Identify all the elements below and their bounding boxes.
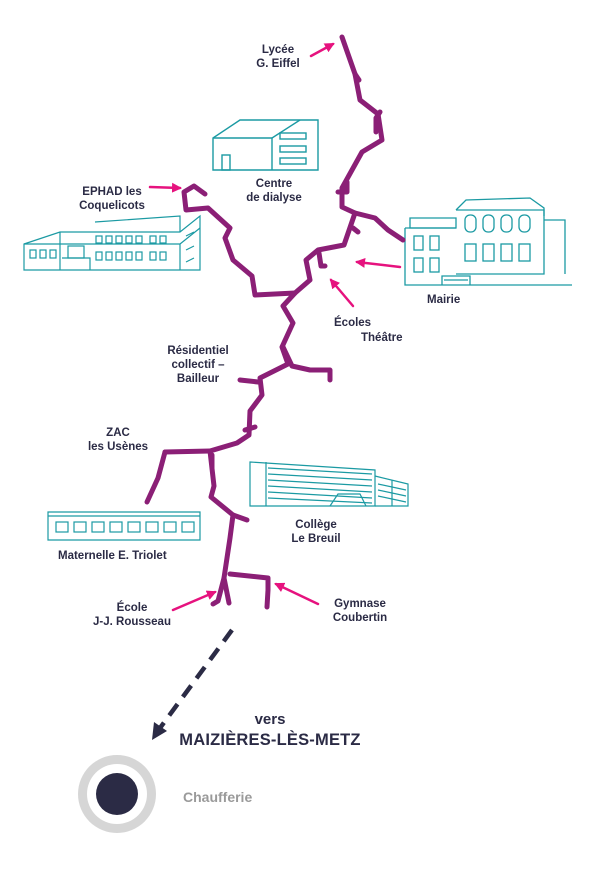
chaufferie-marker	[78, 755, 156, 833]
main-pipe	[207, 34, 385, 606]
label-ephad: EPHAD les Coquelicots	[79, 186, 145, 212]
branch-rousseau	[210, 575, 227, 607]
label-residentiel: Résidentiel collectif – Bailleur	[167, 345, 229, 385]
label-ecoles: Écoles	[334, 317, 372, 329]
arrow-rousseau	[171, 590, 217, 612]
branch-residentiel-stub	[237, 377, 261, 385]
branch-lycee-top	[352, 71, 362, 83]
label-lycee: Lycée G. Eiffel	[256, 44, 300, 70]
branch-mairie-stub	[350, 225, 361, 235]
branch-ephad	[181, 183, 298, 298]
chaufferie-core	[96, 773, 138, 815]
building-maternelle	[47, 511, 201, 541]
branch-college	[230, 512, 250, 523]
heating-pipe-network	[144, 34, 406, 610]
branch-zac-down	[144, 449, 168, 505]
branch-gymnase	[227, 571, 271, 610]
arrow-gymnase	[274, 582, 320, 606]
destination-prefix: vers	[254, 711, 286, 728]
arrow-lycee	[309, 42, 335, 58]
branch-mairie	[352, 210, 406, 243]
direction-arrow	[152, 628, 234, 740]
arrow-ecoles	[329, 278, 355, 308]
branch-ecole-dialyse	[373, 109, 383, 135]
destination-name: MAIZIÈRES-LÈS-METZ	[179, 731, 361, 749]
label-theatre: Théâtre	[361, 332, 403, 344]
branch-zac-stub	[242, 424, 258, 433]
arrow-ephad	[148, 182, 182, 193]
building-ephad	[23, 214, 201, 271]
branch-ecoles	[316, 250, 328, 269]
label-zac: ZAC les Usènes	[87, 427, 149, 453]
building-centre-dialyse	[212, 119, 319, 171]
branch-residentiel	[280, 344, 333, 383]
building-mairie	[404, 197, 572, 286]
label-college: Collège Le Breuil	[291, 519, 341, 545]
label-mairie: Mairie	[427, 294, 461, 306]
label-dialyse: Centre de dialyse	[246, 178, 302, 204]
branch-dialyse	[335, 179, 350, 195]
chaufferie-label: Chaufferie	[183, 789, 253, 805]
building-college	[249, 461, 409, 507]
destination-label: vers MAIZIÈRES-LÈS-METZ	[160, 710, 380, 750]
label-ecole-rousseau: École J-J. Rousseau	[93, 602, 171, 628]
arrow-mairie	[355, 257, 402, 269]
label-gymnase: Gymnase Coubertin	[332, 598, 388, 624]
branch-zac	[162, 448, 213, 455]
label-maternelle: Maternelle E. Triolet	[58, 550, 167, 562]
pointer-arrows	[148, 42, 402, 612]
